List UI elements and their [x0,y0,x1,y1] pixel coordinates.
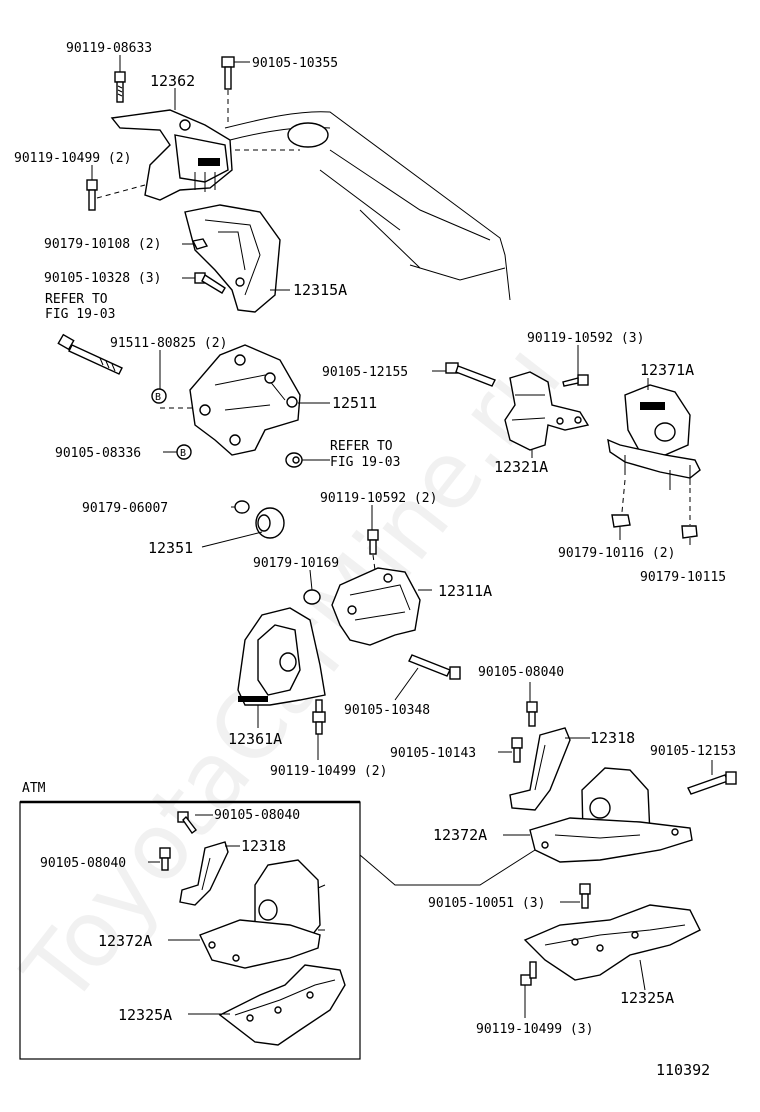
part-12351-bushing [255,507,285,539]
label-atm-12372A: 12372A [98,932,152,950]
label-refer2-line2: FIG 19-03 [330,455,400,470]
part-12311A-bracket [331,567,421,646]
label-atm-90105-08040-b: 90105-08040 [40,856,126,871]
part-12321A-bracket [504,371,590,451]
label-90119-10499-2a: 90119-10499 (2) [14,151,131,166]
label-90105-12153: 90105-12153 [650,744,736,759]
label-12351: 12351 [148,539,193,557]
label-12318-right: 12318 [590,729,635,747]
atm-bolt-90105-08040-b [159,847,171,871]
bolt-90119-10499-left [86,179,146,211]
bolt-90105-10051 [579,883,591,909]
label-refer2-line1: REFER TO [330,439,393,454]
atm-part-12372A [199,859,326,969]
bolt-90119-08633 [114,71,126,103]
label-refer1-line1: REFER TO [45,292,108,307]
label-91511-80825: 91511-80825 (2) [110,336,227,351]
label-12361A: 12361A [228,730,282,748]
svg-text:B: B [155,392,161,403]
label-atm-12325A: 12325A [118,1006,172,1024]
label-90179-06007: 90179-06007 [82,501,168,516]
part-12325A-right [523,904,701,981]
label-90119-08633: 90119-08633 [66,41,152,56]
engine-block-outline [224,111,511,301]
part-12315A-bracket [184,204,281,313]
atm-bolt-90105-08040-a [177,811,197,834]
label-12362: 12362 [150,72,195,90]
bushing-refer-fig [285,452,303,468]
part-12362-mount [110,109,233,201]
label-90105-10143: 90105-10143 [390,746,476,761]
bolt-90105-10143 [511,737,523,763]
label-90179-10115: 90179-10115 [640,570,726,585]
label-90105-10348: 90105-10348 [344,703,430,718]
nut-90179-10108 [191,238,209,250]
bolt-90119-10499-mid [312,699,326,735]
leader-lines [91,55,713,1018]
part-12371A-mount [607,384,701,525]
label-12311A: 12311A [438,582,492,600]
bolt-90105-12153 [687,771,737,795]
label-12511: 12511 [332,394,377,412]
atm-inset-box [19,800,536,1060]
label-90105-08040-right: 90105-08040 [478,665,564,680]
label-90119-10499-3: 90119-10499 (3) [476,1022,593,1037]
label-atm-90105-08040-a: 90105-08040 [214,808,300,823]
bolt-90105-12155 [445,362,496,387]
label-90105-12155: 90105-12155 [322,365,408,380]
label-90105-10328: 90105-10328 (3) [44,271,161,286]
part-12318-right [509,727,571,811]
label-atm-12318: 12318 [241,837,286,855]
label-90105-10051: 90105-10051 (3) [428,896,545,911]
label-90179-10116: 90179-10116 (2) [558,546,675,561]
nut-90179-10169 [303,589,321,605]
label-90179-10169: 90179-10169 [253,556,339,571]
part-labels: 90119-08633 90105-10355 12362 90119-1049… [14,41,736,1079]
label-12315A: 12315A [293,281,347,299]
bolt-90119-10592-2 [367,529,379,571]
nut-90179-10116 [611,514,631,528]
label-12321A: 12321A [494,458,548,476]
label-90119-10592-2: 90119-10592 (2) [320,491,437,506]
bolt-refer-fig-19-03 [57,333,123,375]
bolt-90105-10348 [408,654,461,680]
bolt-90119-10499-3 [520,961,537,986]
label-12371A: 12371A [640,361,694,379]
svg-text:B: B [180,448,186,459]
bolt-90105-08040-right [526,701,538,727]
label-90119-10592-3: 90119-10592 (3) [527,331,644,346]
nut-90179-10115 [681,525,698,539]
label-90179-10108: 90179-10108 (2) [44,237,161,252]
nut-90179-06007 [234,500,250,514]
atm-part-12325A [218,964,346,1046]
label-90105-08336: 90105-08336 [55,446,141,461]
atm-part-12318 [179,841,229,906]
part-12511-bracket [160,344,301,456]
label-90119-10499-2b: 90119-10499 (2) [270,764,387,779]
bolt-90119-10592-3 [562,374,589,387]
label-12372A-right: 12372A [433,826,487,844]
label-refer1-line2: FIG 19-03 [45,307,115,322]
bolt-90105-10355 [221,56,235,125]
figure-number: 110392 [656,1061,710,1079]
label-12325A-right: 12325A [620,989,674,1007]
marker-b-upper: B [151,388,167,404]
label-90105-10355: 90105-10355 [252,56,338,71]
marker-b-lower: B [176,444,192,460]
label-atm: ATM [22,781,46,796]
part-12372A-right [529,767,693,863]
part-12361A-mount [237,607,326,706]
